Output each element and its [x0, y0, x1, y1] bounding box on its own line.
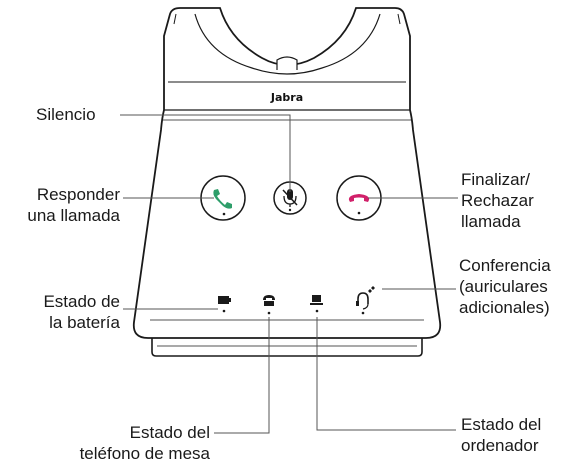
- label-computer-line1: Estado del: [461, 415, 542, 434]
- label-end-line2: Rechazar: [461, 191, 534, 210]
- end-led: [357, 211, 361, 215]
- label-battery-line2: la batería: [49, 313, 120, 332]
- desk-phone-led: [267, 311, 271, 315]
- battery-indicator: [218, 296, 231, 313]
- cradle-lip: [173, 13, 401, 25]
- desk-phone-indicator: [263, 295, 275, 315]
- label-desk-phone: Estado del teléfono de mesa: [40, 422, 210, 460]
- label-answer-line2: una llamada: [27, 206, 120, 225]
- headset-conference-icon: [356, 286, 375, 310]
- label-answer: Responder una llamada: [10, 184, 120, 226]
- label-mute-text: Silencio: [36, 105, 96, 124]
- label-computer-line2: ordenador: [461, 436, 539, 455]
- label-end-line1: Finalizar/: [461, 170, 530, 189]
- mute-button[interactable]: [273, 181, 307, 215]
- label-conference-line2: (auriculares: [459, 277, 548, 296]
- cradle-post: [276, 56, 298, 70]
- leader-lines: [120, 114, 458, 434]
- desk-phone-icon: [263, 295, 275, 306]
- mute-led: [288, 208, 292, 212]
- answer-led: [222, 212, 226, 216]
- label-battery: Estado de la batería: [10, 291, 120, 333]
- mic-mute-icon: [282, 189, 298, 207]
- label-computer: Estado del ordenador: [461, 414, 541, 456]
- answer-call-button[interactable]: [200, 175, 246, 221]
- label-desk-phone-line2: teléfono de mesa: [79, 444, 210, 460]
- label-battery-line1: Estado de: [43, 292, 120, 311]
- label-answer-line1: Responder: [36, 185, 120, 204]
- battery-icon: [218, 296, 229, 304]
- leader-mute: [120, 114, 291, 192]
- label-mute: Silencio: [36, 104, 96, 125]
- computer-indicator: [310, 295, 323, 313]
- base-tray: [151, 338, 423, 357]
- conference-indicator: [356, 286, 375, 315]
- phone-answer-icon: [213, 189, 232, 209]
- label-conference-line1: Conferencia: [459, 256, 551, 275]
- label-conference: Conferencia (auriculares adicionales): [459, 255, 551, 318]
- label-desk-phone-line1: Estado del: [129, 423, 210, 442]
- phone-end-icon: [348, 194, 370, 202]
- label-end-line3: llamada: [461, 212, 521, 231]
- cradle: [194, 13, 381, 75]
- label-conference-line3: adicionales): [459, 298, 550, 317]
- leader-desk-phone: [214, 317, 270, 434]
- battery-led: [222, 309, 226, 313]
- label-end: Finalizar/ Rechazar llamada: [461, 169, 534, 232]
- computer-icon: [310, 295, 323, 305]
- conference-led: [361, 311, 365, 315]
- brand-logo: Jabra: [270, 91, 303, 104]
- computer-led: [315, 309, 319, 313]
- leader-computer: [316, 317, 456, 431]
